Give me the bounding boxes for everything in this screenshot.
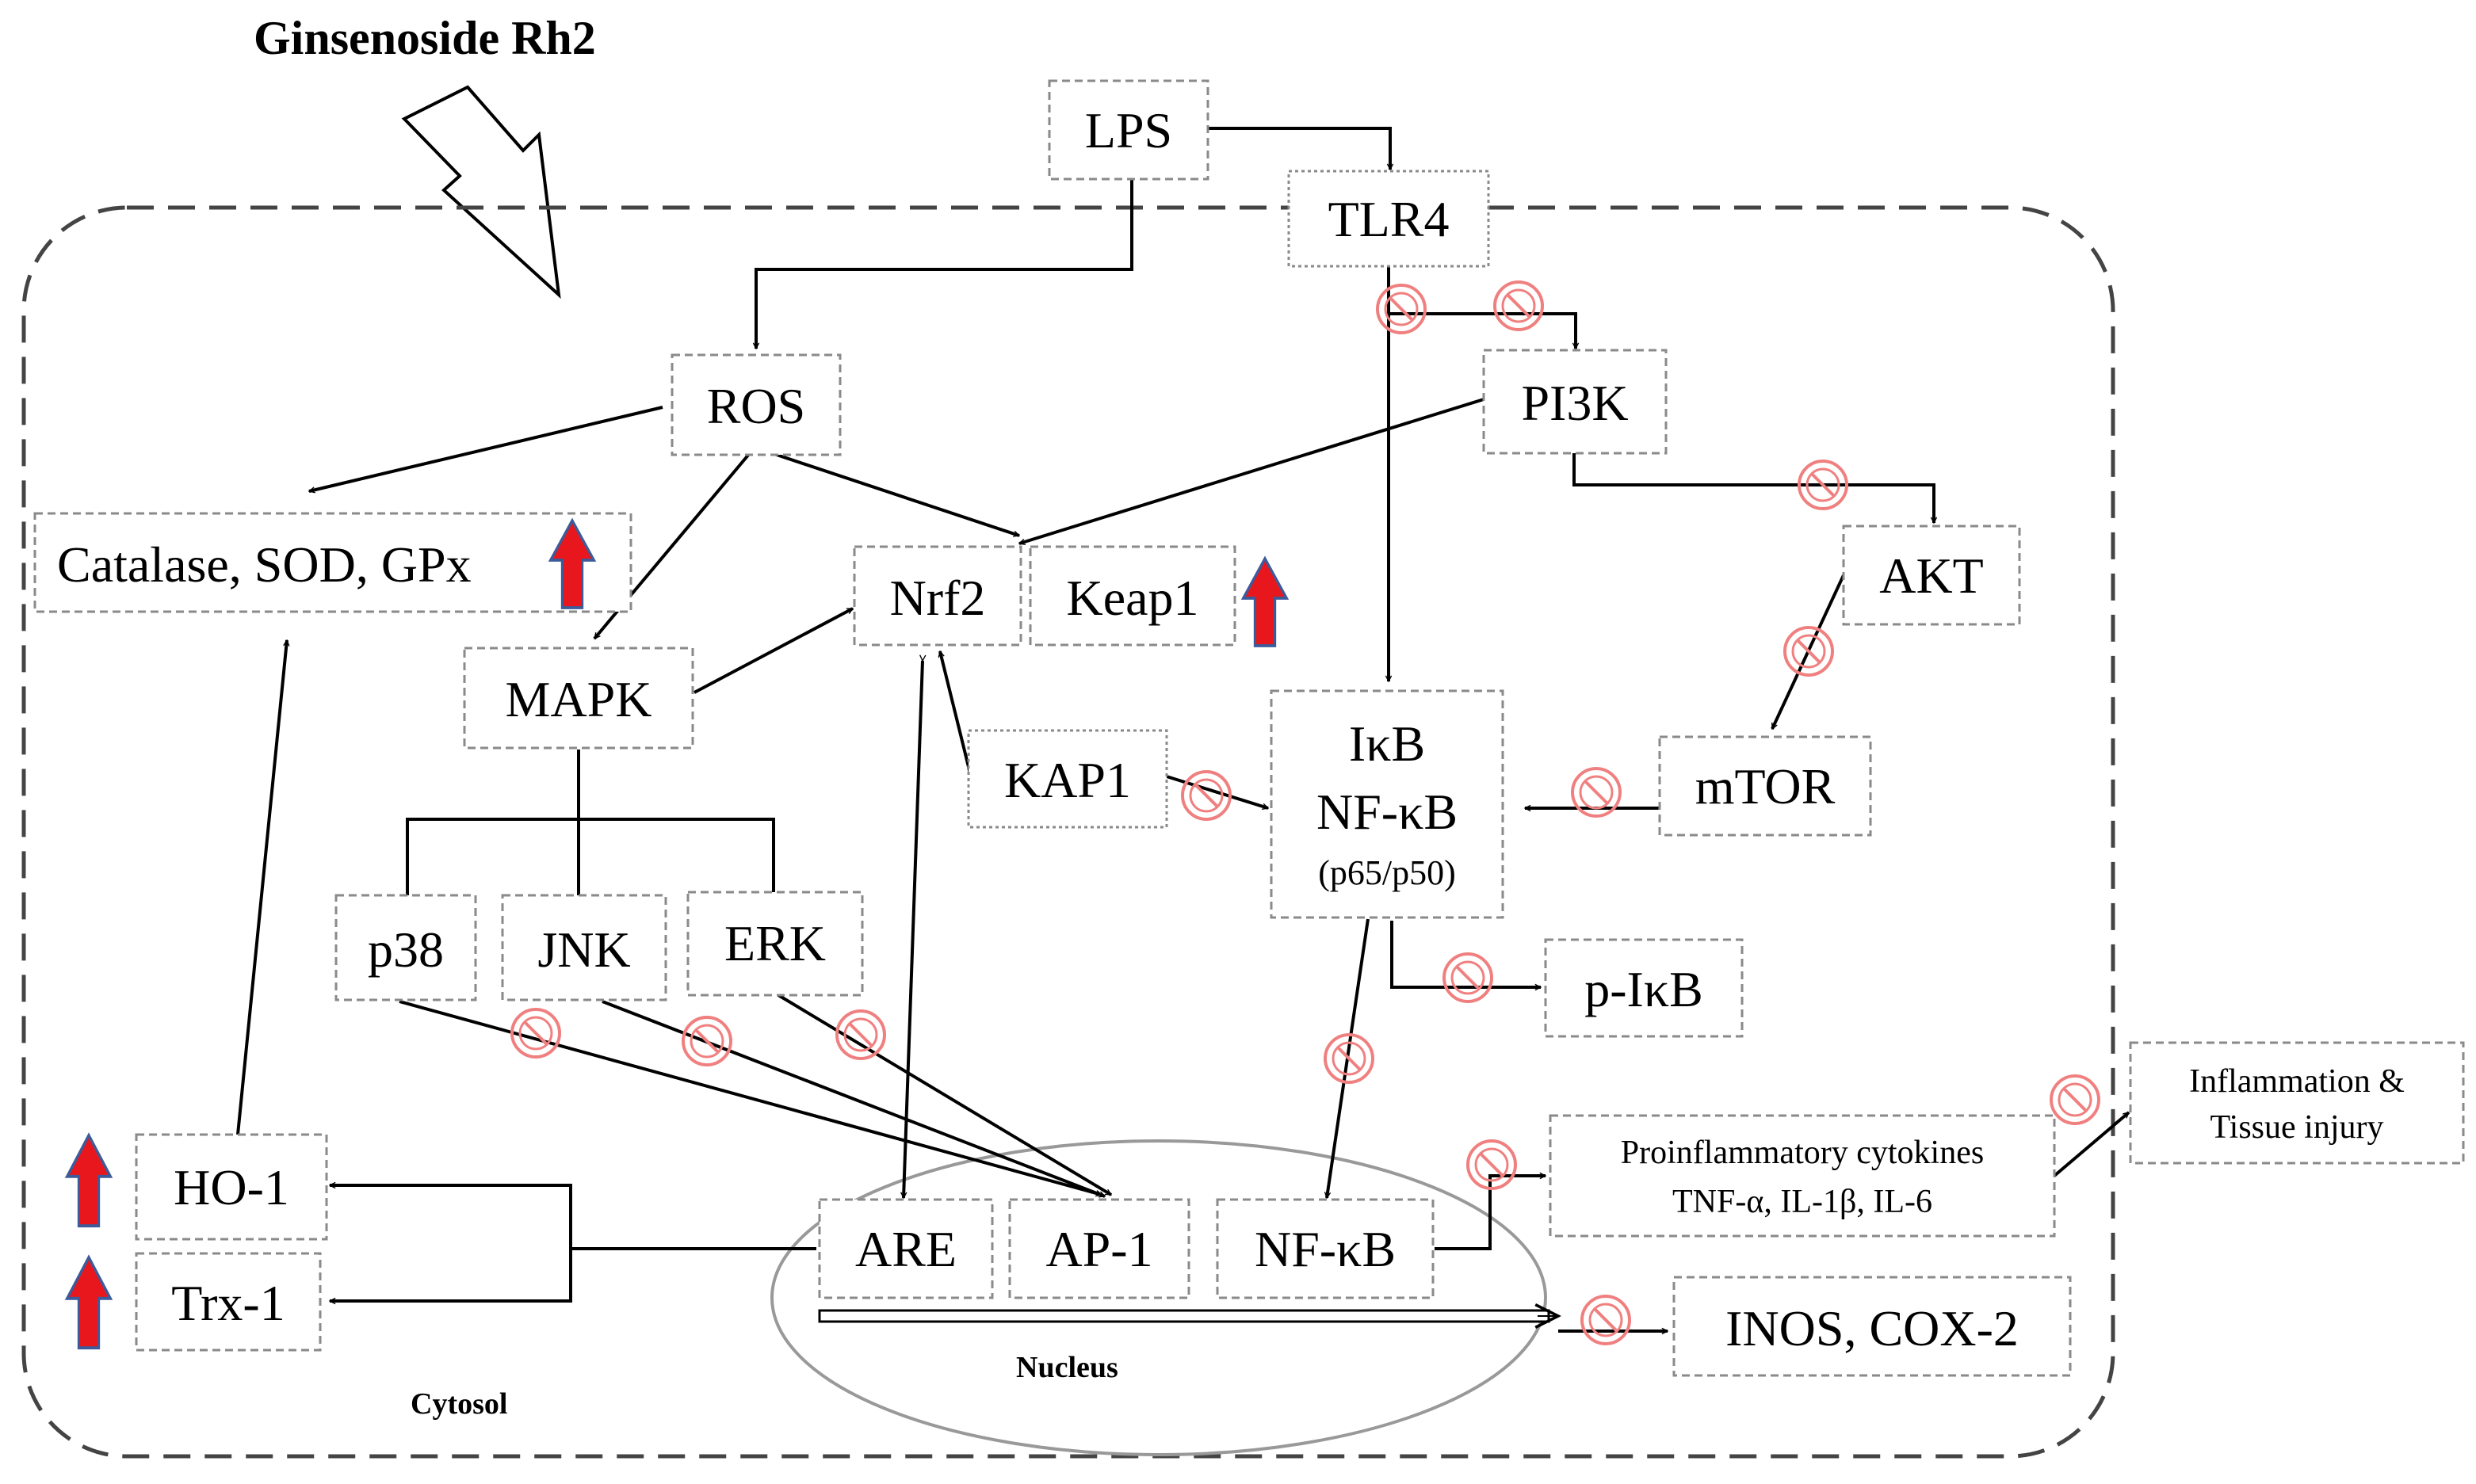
edge-ros-antioxidants xyxy=(309,406,663,491)
node-nfkb-complex-line2: NF-κB xyxy=(1316,784,1458,840)
prohibition-icon xyxy=(510,1008,561,1059)
node-nfkb-complex-box xyxy=(1270,689,1504,919)
node-ros: ROS xyxy=(707,378,806,434)
edge-are-trx1 xyxy=(330,1249,572,1301)
node-trx1: Trx-1 xyxy=(171,1275,285,1331)
prohibition-icon xyxy=(682,1016,732,1066)
node-nrf2: Nrf2 xyxy=(890,570,986,626)
node-ap1-box xyxy=(1008,1198,1190,1299)
node-ho1: HO-1 xyxy=(174,1159,289,1215)
node-pi3k-box xyxy=(1482,349,1668,455)
node-inflammation-line2: Tissue injury xyxy=(2210,1109,2383,1146)
node-cytokines-line1: Proinflammatory cytokines xyxy=(1621,1135,1984,1171)
node-nfkb-complex-line3: (p65/p50) xyxy=(1318,853,1456,892)
edge-nrf2-are xyxy=(904,661,923,1198)
node-cytokines-line2: TNF-α, IL-1β, IL-6 xyxy=(1672,1184,1932,1220)
node-kap1: KAP1 xyxy=(1004,752,1131,808)
node-keap1-box xyxy=(1029,545,1236,647)
prohibition-icon xyxy=(1783,626,1834,677)
edge-pi3k-akt xyxy=(1572,453,1934,523)
node-jnk-box xyxy=(501,894,667,1001)
node-p38: p38 xyxy=(368,921,444,978)
edge-cytokines-inflammation xyxy=(2053,1111,2130,1177)
edge-lps-ros xyxy=(756,179,1133,349)
edge-mapk-nrf2 xyxy=(694,607,853,694)
node-akt: AKT xyxy=(1879,547,1984,604)
edge-p38-ap1 xyxy=(399,1000,1102,1195)
title: Ginsenoside Rh2 xyxy=(254,12,596,64)
node-cytokines-box xyxy=(1549,1114,2056,1238)
node-pi3k: PI3K xyxy=(1521,375,1628,431)
nucleus-label: Nucleus xyxy=(1016,1351,1118,1384)
edge-nucleus-inos-shaft xyxy=(818,1309,1550,1323)
node-pikb-box xyxy=(1544,938,1744,1038)
node-ap1: AP-1 xyxy=(1045,1221,1152,1277)
node-lps-box xyxy=(1048,79,1209,181)
node-tlr4-box xyxy=(1287,170,1490,268)
red-up-arrow-icon xyxy=(65,1133,113,1228)
edge-erk-ap1 xyxy=(777,994,1111,1196)
prohibition-icon xyxy=(2050,1074,2100,1125)
node-ros-box xyxy=(671,353,842,456)
red-up-arrow-icon xyxy=(65,1255,113,1350)
nucleus-ellipse xyxy=(770,1139,1547,1456)
edge-jnk-ap1 xyxy=(602,1000,1105,1198)
node-pikb: p-IκB xyxy=(1584,961,1703,1017)
node-kap1-box xyxy=(967,729,1168,829)
edge-tlr4-pi3k xyxy=(1389,312,1576,349)
red-up-arrow-icon xyxy=(1241,557,1289,647)
prohibition-icon xyxy=(1181,770,1232,821)
node-inflammation-line1: Inflammation & xyxy=(2189,1063,2405,1100)
prohibition-icon xyxy=(1571,767,1622,818)
prohibition-icon xyxy=(1442,952,1493,1003)
cytosol-label: Cytosol xyxy=(411,1387,507,1421)
edge-lps-tlr4 xyxy=(1208,127,1390,170)
node-jnk: JNK xyxy=(537,921,630,978)
node-erk-box xyxy=(686,891,864,997)
cell-boundary xyxy=(21,205,2115,1459)
prohibition-icon xyxy=(1376,284,1427,334)
edge-ho1-antioxidants xyxy=(236,640,287,1135)
node-inflammation-box xyxy=(2129,1041,2465,1165)
prohibition-icon xyxy=(1580,1295,1631,1345)
prohibition-icon xyxy=(1493,280,1544,331)
node-erk: ERK xyxy=(724,915,826,971)
node-mapk-box xyxy=(463,647,694,750)
prohibition-icon xyxy=(1324,1033,1374,1084)
node-mtor-box xyxy=(1658,735,1872,837)
node-are: ARE xyxy=(855,1221,957,1277)
node-nfkb-nuc: NF-κB xyxy=(1255,1221,1396,1277)
node-inos-cox2-box xyxy=(1672,1276,2072,1377)
node-mapk: MAPK xyxy=(506,671,652,727)
node-ho1-box xyxy=(135,1133,328,1241)
node-nfkb-complex-line1: IκB xyxy=(1349,715,1425,772)
edge-nfkb-cytokines xyxy=(1435,1176,1546,1250)
edge-ros-nrf2 xyxy=(771,452,1019,537)
edge-are-ho1 xyxy=(330,1185,816,1250)
prohibition-icon xyxy=(1466,1139,1517,1190)
edge-mapk-branches xyxy=(406,818,775,895)
node-mtor: mTOR xyxy=(1695,758,1836,814)
edge-kap1-nrf2 xyxy=(940,651,972,774)
edge-kap1-ikb xyxy=(1166,775,1268,808)
node-antioxidants: Catalase, SOD, GPx xyxy=(57,536,472,593)
node-keap1: Keap1 xyxy=(1066,570,1198,626)
prohibition-icon xyxy=(835,1009,886,1060)
node-antioxidants-box xyxy=(33,512,632,613)
node-lps: LPS xyxy=(1085,102,1172,158)
node-nrf2-box xyxy=(853,545,1022,647)
node-p38-box xyxy=(334,894,477,1001)
node-inos-cox2: INOS, COX-2 xyxy=(1725,1300,2019,1356)
node-akt-box xyxy=(1842,525,2021,626)
node-are-box xyxy=(818,1198,994,1299)
node-trx1-box xyxy=(135,1252,322,1352)
hollow-arrow-icon xyxy=(401,85,561,299)
prohibition-icon xyxy=(1798,460,1848,510)
node-tlr4: TLR4 xyxy=(1328,191,1450,247)
node-nfkb-nuc-box xyxy=(1216,1198,1435,1299)
edge-pi3k-nrf2 xyxy=(1019,398,1484,544)
